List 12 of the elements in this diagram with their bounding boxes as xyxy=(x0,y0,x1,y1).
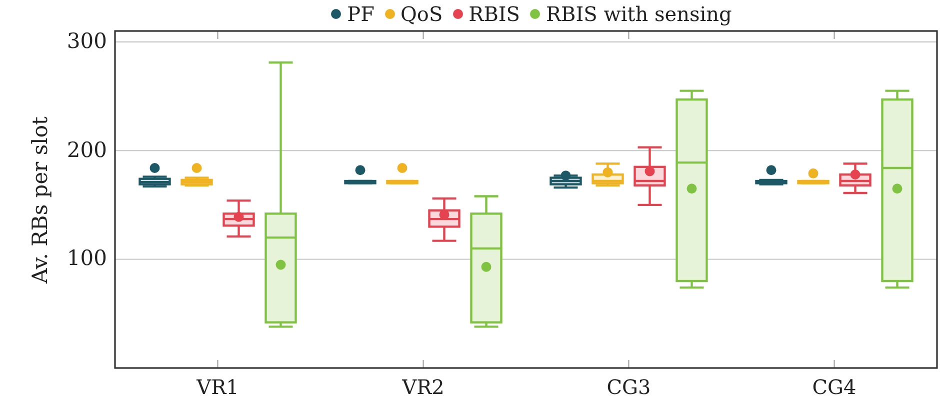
category-label: CG4 xyxy=(811,376,858,398)
legend-label: RBIS with sensing xyxy=(546,2,732,26)
legend-label: RBIS xyxy=(468,2,520,26)
category-label: CG3 xyxy=(606,376,652,398)
axis-title: Av. RBs per slot xyxy=(29,115,51,286)
tick-label: 200 xyxy=(66,138,107,161)
legend-label: QoS xyxy=(400,2,443,26)
category-label: VR1 xyxy=(196,376,240,398)
tick-label: 100 xyxy=(66,247,107,270)
legend-label: PF xyxy=(347,2,374,26)
tick-label: 300 xyxy=(66,30,107,52)
category-label: VR2 xyxy=(401,376,446,398)
